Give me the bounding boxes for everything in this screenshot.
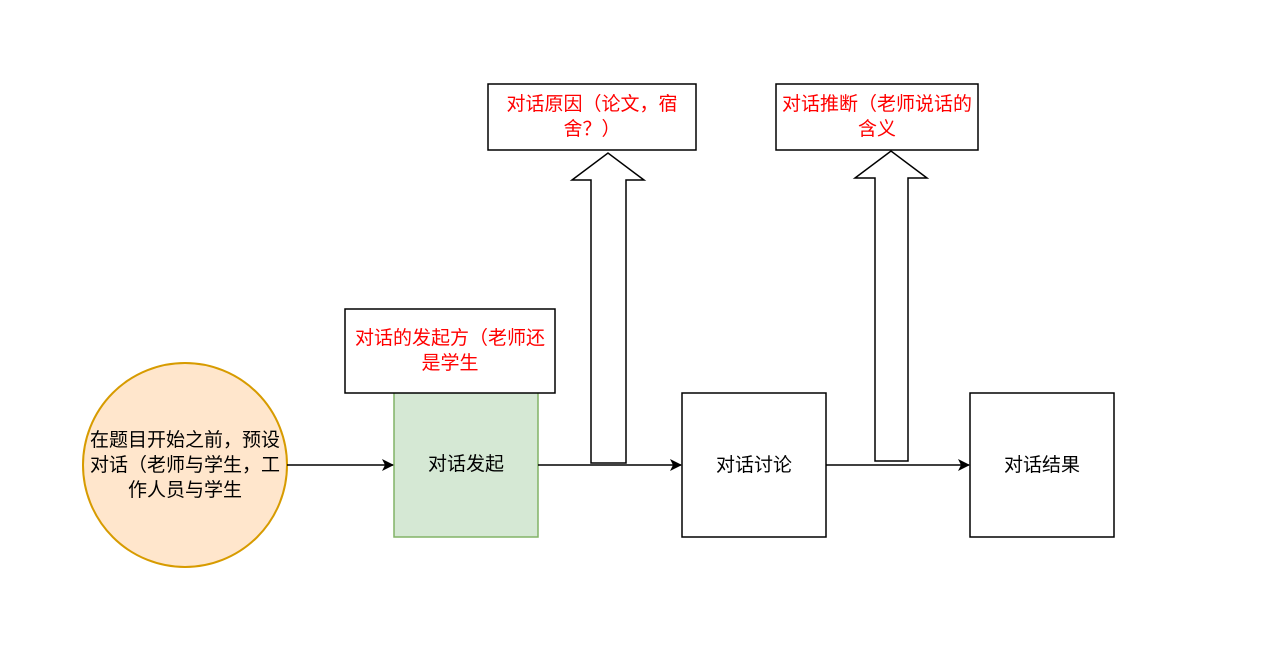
- preset-label: 在题目开始之前，预设对话（老师与学生，工作人员与学生: [89, 428, 280, 501]
- discuss-box: [681, 392, 827, 538]
- result-box: [969, 392, 1115, 538]
- block-arrow-reason: [569, 152, 647, 464]
- inference-note-box: [775, 83, 979, 151]
- discuss-label: 对话讨论: [715, 453, 792, 476]
- reason-note-box: [487, 83, 697, 151]
- initiator-note-label: 对话的发起方（老师还是学生: [354, 327, 545, 374]
- initiator-note-box: [344, 308, 556, 394]
- result-label: 对话结果: [1003, 453, 1080, 476]
- initiate-label: 对话发起: [427, 453, 504, 475]
- block-arrow-inference: [852, 150, 930, 462]
- initiate-box: [393, 391, 539, 538]
- reason-note-label: 对话原因（论文，宿舍？）: [506, 93, 678, 140]
- inference-note-label: 对话推断（老师说话的含义: [782, 93, 973, 140]
